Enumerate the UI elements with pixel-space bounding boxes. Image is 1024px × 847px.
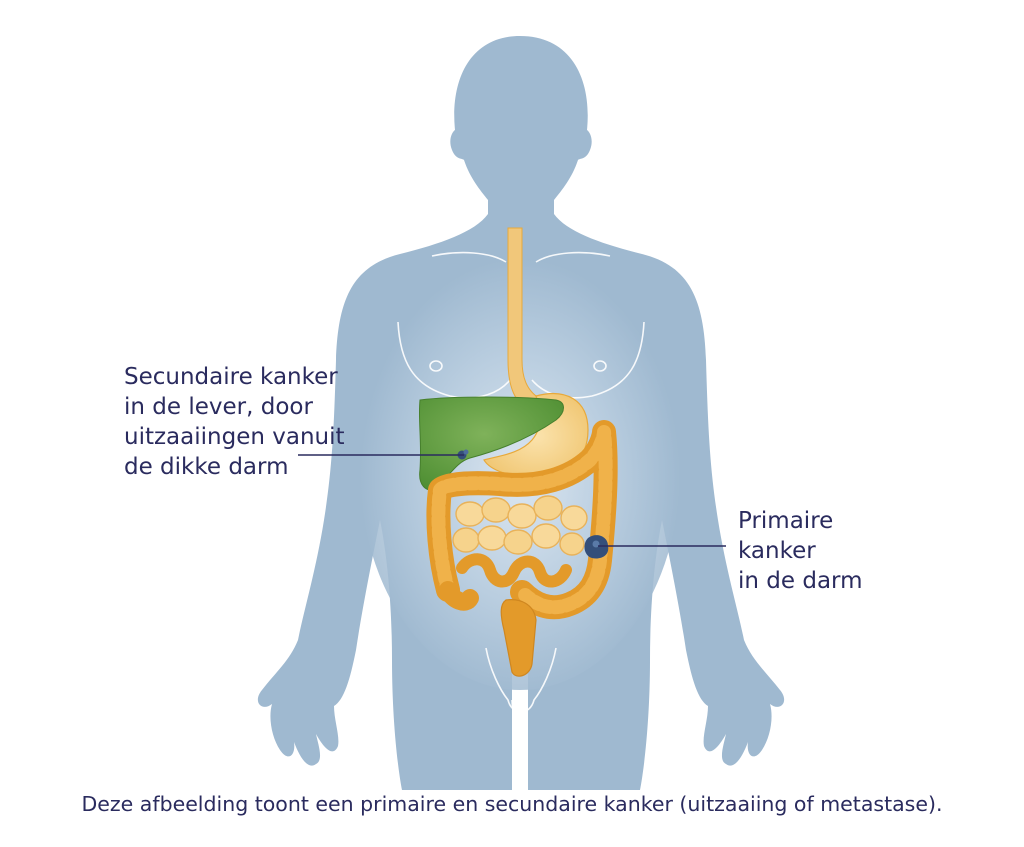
figure-caption: Deze afbeelding toont een primaire en se… [81,792,943,816]
label-line: Primaire [738,508,834,534]
liver [418,396,564,491]
label-line: Secundaire kanker [124,364,338,390]
label-line: in de darm [738,568,863,594]
label-line: uitzaaiingen vanuit [124,424,345,450]
label-line: in de lever, door [124,394,313,420]
label-secondary-cancer: Secundaire kanker in de lever, door uitz… [124,362,345,482]
label-line: kanker [738,538,816,564]
label-primary-cancer: Primaire kanker in de darm [738,506,863,596]
label-line: de dikke darm [124,454,289,480]
rectum [500,599,537,677]
large-intestine [426,420,618,620]
colon-primary-tumor [584,535,609,559]
body-contour-lines [397,251,645,717]
small-intestine [452,495,588,588]
